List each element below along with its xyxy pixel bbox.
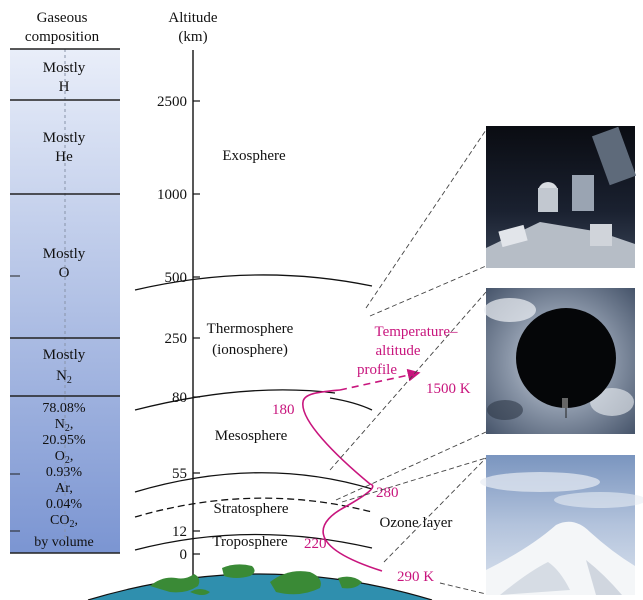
label-ozone-layer: Ozone layer: [380, 515, 453, 531]
region-labels: Exosphere Thermosphere (ionosphere) Meso…: [207, 148, 453, 550]
composition-ticks: [10, 275, 20, 532]
profile-labels: Temperature– altitude profile 180 280 22…: [272, 324, 471, 585]
comp-air-line2: N2,: [55, 417, 74, 434]
tick-12: 12: [172, 524, 187, 540]
earth-land-1: [150, 574, 200, 593]
comp-air-line5: 0.93%: [46, 465, 83, 480]
altitude-header-line1: Altitude: [168, 10, 218, 26]
comp-n2-line2: N2: [56, 368, 72, 386]
comp-air-line8: CO2,: [50, 513, 78, 530]
earth-land-5: [190, 589, 210, 595]
tick-55: 55: [172, 466, 187, 482]
comp-air-line6: Ar,: [55, 481, 73, 496]
label-mesosphere: Mesosphere: [215, 428, 288, 444]
profile-point-1500: 1500 K: [426, 381, 471, 397]
label-stratosphere: Stratosphere: [214, 501, 289, 517]
composition-header-line1: Gaseous: [37, 10, 88, 26]
label-thermosphere: Thermosphere: [207, 321, 294, 337]
altitude-axis: Altitude (km) 2500 1000 500 250 80 55 12…: [157, 10, 218, 578]
comp-n2-line1: Mostly: [43, 347, 86, 363]
profile-arrow: [339, 368, 421, 391]
tick-2500: 2500: [157, 94, 187, 110]
comp-air-line7: 0.04%: [46, 497, 83, 512]
label-ionosphere: (ionosphere): [212, 342, 288, 358]
thermopause-curve: [134, 274, 373, 291]
comp-air-line1: 78.08%: [42, 401, 86, 416]
comp-air-line4: O2,: [55, 449, 74, 466]
tick-1000: 1000: [157, 187, 187, 203]
profile-label-line1: Temperature–: [374, 324, 458, 340]
tick-500: 500: [165, 270, 188, 286]
profile-point-220: 220: [304, 536, 327, 552]
tick-250: 250: [165, 331, 188, 347]
comp-o-line1: Mostly: [43, 246, 86, 262]
profile-point-290: 290 K: [397, 569, 434, 585]
label-exosphere: Exosphere: [222, 148, 286, 164]
earth-land-3: [270, 571, 321, 595]
composition-labels: Mostly H Mostly He Mostly O Mostly N2 78…: [34, 60, 94, 550]
layer-boundaries: [134, 274, 373, 551]
earth-land-2: [222, 564, 255, 578]
comp-o-line2: O: [59, 265, 70, 281]
profile-label-line3: profile: [357, 362, 397, 378]
ozone-dashed-curve: [134, 497, 373, 518]
composition-header-line2: composition: [25, 29, 100, 45]
photo-balloon: [484, 288, 635, 434]
tropopause-curve: [134, 533, 373, 551]
tick-80: 80: [172, 390, 187, 406]
photo-space-station: [486, 126, 637, 268]
earth-land-4: [338, 576, 362, 589]
profile-point-180: 180: [272, 402, 295, 418]
comp-h-line1: Mostly: [43, 60, 86, 76]
mesopause-curve-left: [134, 389, 336, 411]
comp-air-line9: by volume: [34, 535, 94, 550]
balloon-shape: [516, 308, 616, 408]
comp-he-line1: Mostly: [43, 130, 86, 146]
composition-column: Gaseous composition Mostly H Mostly He M…: [10, 10, 120, 554]
profile-curve: [302, 389, 383, 572]
photo-mountain: [480, 455, 643, 595]
mesopause-curve-right: [329, 397, 373, 411]
comp-h-line2: H: [59, 79, 70, 95]
stratopause-curve: [134, 472, 373, 493]
composition-separators: [10, 48, 120, 554]
altitude-tick-marks: [193, 100, 200, 555]
altitude-header-line2: (km): [178, 29, 207, 45]
profile-point-280: 280: [376, 485, 399, 501]
profile-label-line2: altitude: [376, 343, 421, 359]
label-troposphere: Troposphere: [212, 534, 288, 550]
altitude-tick-labels: 2500 1000 500 250 80 55 12 0: [157, 94, 187, 563]
earth: [87, 564, 433, 600]
tick-0: 0: [180, 547, 188, 563]
comp-he-line2: He: [55, 149, 73, 165]
comp-air-line3: 20.95%: [42, 433, 86, 448]
photo-pointer-lines: [329, 129, 487, 595]
temperature-profile: Temperature– altitude profile 180 280 22…: [272, 324, 471, 585]
